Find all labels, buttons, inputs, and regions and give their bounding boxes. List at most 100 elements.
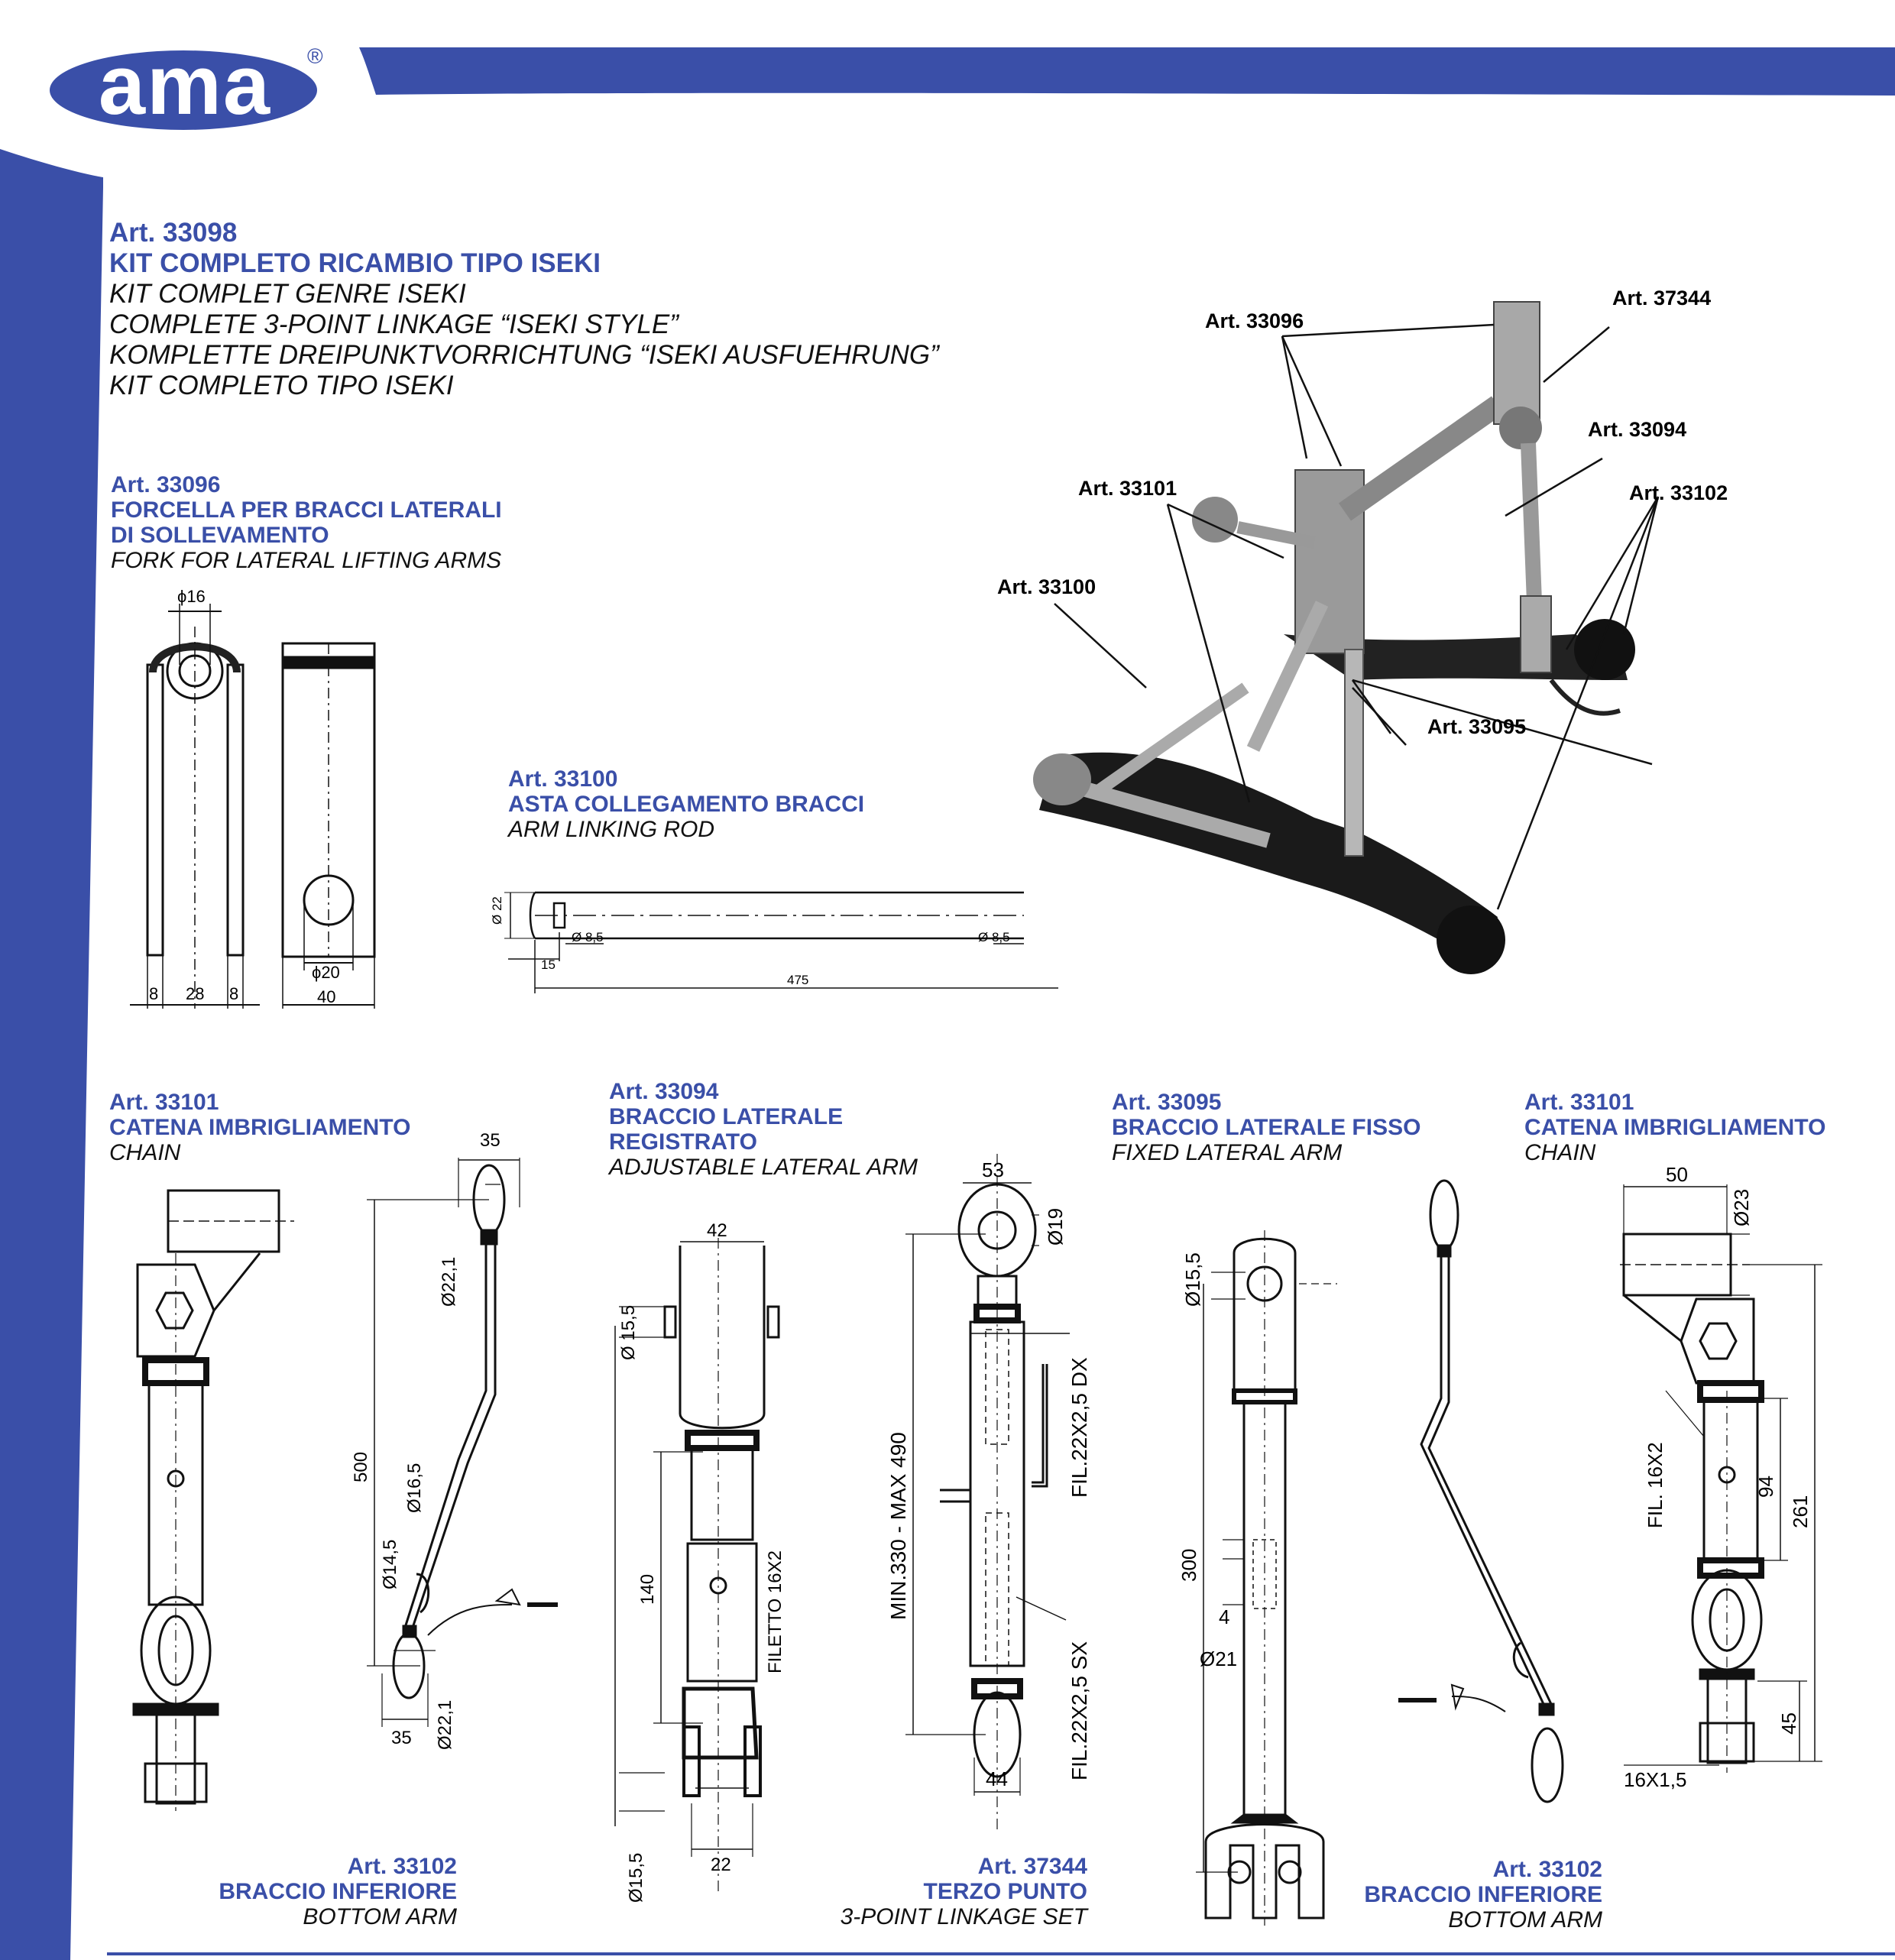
tp-dim-fsx: FIL.22X2,5 SX [1067, 1641, 1091, 1780]
bottom-arm-right-en: BOTTOM ARM [1448, 1907, 1602, 1932]
chain-left-en: CHAIN [109, 1140, 181, 1165]
logo-text: ama [98, 38, 272, 132]
fork-dim-d16: ϕ16 [177, 587, 206, 606]
fork-title1: FORCELLA PER BRACCI LATERALI [111, 497, 502, 523]
rod-dim-15: 15 [541, 957, 556, 972]
bal-dim-35-bottom: 35 [391, 1728, 412, 1748]
chain-left-title: CATENA IMBRIGLIAMENTO [109, 1115, 411, 1140]
cr-dim-thread: 16X1,5 [1624, 1768, 1686, 1791]
adj-arm-header: Art. 33094 BRACCIO LATERALE REGISTRATO A… [609, 1079, 1067, 1180]
cr-dim-261: 261 [1789, 1495, 1812, 1528]
adj-arm-title1: BRACCIO LATERALE [609, 1104, 844, 1129]
bal-dim-35-top: 35 [480, 1130, 500, 1151]
tp-dim-fdx: FIL.22X2,5 DX [1067, 1357, 1091, 1498]
registered-mark: ® [307, 44, 323, 68]
cr-dim-45: 45 [1777, 1712, 1800, 1735]
kit-es: KIT COMPLETO TIPO ISEKI [109, 371, 454, 400]
brand-logo: ama ® [47, 43, 323, 133]
callout-33095: Art. 33095 [1427, 715, 1526, 738]
fork-drawing: ϕ16 8 28 8 ϕ20 40 [130, 587, 376, 1009]
chain-right-art: Art. 33101 [1524, 1090, 1634, 1115]
fork-dim-40: 40 [317, 987, 335, 1006]
chain-left-drawing [132, 1189, 294, 1811]
rod-header: Art. 33100 ASTA COLLEGAMENTO BRACCI ARM … [508, 766, 1043, 842]
adj-dim-42: 42 [707, 1223, 727, 1241]
adj-dim-140: 140 [637, 1574, 658, 1605]
adj-arm-drawing: 42 Ø 15,5 265 140 FILETTO 16X2 Ø15,5 22 [614, 1223, 786, 1903]
fa-dim-4: 4 [1219, 1605, 1229, 1628]
kit-fr: KIT COMPLET GENRE ISEKI [109, 279, 466, 309]
callout-33100: Art. 33100 [997, 575, 1096, 598]
fork-title2: DI SOLLEVAMENTO [111, 523, 329, 548]
photo-linkage [1033, 301, 1635, 974]
chain-right-drawing: 50 Ø23 FIL. 16X2 94 261 45 16X1,5 [1620, 1163, 1822, 1791]
product-photo: Art. 33096 Art. 37344 Art. 33094 Art. 33… [997, 287, 1728, 974]
fork-dim-8b: 8 [229, 984, 238, 1003]
adj-arm-title2: REGISTRATO [609, 1129, 757, 1155]
rod-en: ARM LINKING ROD [508, 817, 715, 842]
callout-33094: Art. 33094 [1588, 418, 1686, 441]
chain-right-title: CATENA IMBRIGLIAMENTO [1524, 1115, 1826, 1140]
fixed-arm-art: Art. 33095 [1112, 1090, 1222, 1115]
bal-dim-d221-top: Ø22,1 [439, 1257, 459, 1307]
fork-art: Art. 33096 [111, 472, 221, 497]
logo-ellipse [50, 50, 317, 130]
bottom-arm-left-title: BRACCIO INFERIORE [219, 1879, 457, 1904]
bal-dim-d165: Ø16,5 [404, 1463, 425, 1513]
callout-33102: Art. 33102 [1629, 481, 1728, 504]
bottom-arm-right-footer: Art. 33102 BRACCIO INFERIORE BOTTOM ARM [1299, 1857, 1602, 1932]
fa-dim-d21: Ø21 [1200, 1647, 1237, 1670]
bal-dim-d145: Ø14,5 [380, 1540, 400, 1589]
bottom-arm-left-art: Art. 33102 [347, 1854, 457, 1879]
kit-art: Art. 33098 [109, 218, 238, 248]
callout-37344: Art. 37344 [1612, 287, 1711, 309]
chain-left-art: Art. 33101 [109, 1090, 219, 1115]
fa-dim-300: 300 [1177, 1549, 1200, 1582]
third-point-drawing: 53 Ø19 MIN.330 - MAX 490 FIL.22X2,5 DX F… [886, 1154, 1091, 1834]
adj-dim-d155-top: Ø 15,5 [618, 1305, 639, 1360]
adj-dim-thread: FILETTO 16X2 [765, 1550, 786, 1673]
chain-left-header: Art. 33101 CATENA IMBRIGLIAMENTO CHAIN [109, 1090, 568, 1165]
fork-dim-d20: ϕ20 [312, 963, 340, 982]
callout-33096: Art. 33096 [1205, 309, 1304, 332]
kit-de: KOMPLETTE DREIPUNKTVORRICHTUNG “ISEKI AU… [109, 340, 939, 370]
adj-arm-en: ADJUSTABLE LATERAL ARM [609, 1155, 918, 1180]
chain-right-en: CHAIN [1524, 1140, 1596, 1165]
fork-en: FORK FOR LATERAL LIFTING ARMS [111, 548, 502, 573]
rod-dim-475: 475 [787, 973, 808, 987]
tp-dim-d19: Ø19 [1044, 1208, 1067, 1246]
tp-dim-range: MIN.330 - MAX 490 [886, 1432, 910, 1620]
bal-dim-500: 500 [351, 1452, 371, 1482]
chain-right-header: Art. 33101 CATENA IMBRIGLIAMENTO CHAIN [1524, 1090, 1884, 1165]
bal-dim-d221-bottom: Ø22,1 [435, 1700, 455, 1750]
fixed-arm-header: Art. 33095 BRACCIO LATERALE FISSO FIXED … [1112, 1090, 1570, 1165]
bottom-arm-right-drawing [1398, 1179, 1564, 1803]
rod-art: Art. 33100 [508, 766, 618, 792]
bottom-arm-right-art: Art. 33102 [1492, 1857, 1602, 1882]
adj-dim-22: 22 [711, 1855, 731, 1875]
rod-dim-d85a: Ø 8,5 [572, 930, 604, 944]
third-point-footer: Art. 37344 TERZO PUNTO 3-POINT LINKAGE S… [688, 1854, 1087, 1929]
rod-dim-d85b: Ø 8,5 [978, 930, 1010, 944]
third-point-art: Art. 37344 [977, 1854, 1087, 1879]
bottom-arm-left-en: BOTTOM ARM [303, 1904, 457, 1929]
cr-dim-fil: FIL. 16X2 [1644, 1442, 1667, 1528]
fixed-arm-title: BRACCIO LATERALE FISSO [1112, 1115, 1421, 1140]
rod-drawing: Ø 22 Ø 8,5 Ø 8,5 15 475 [490, 891, 1058, 993]
fork-header: Art. 33096 FORCELLA PER BRACCI LATERALI … [111, 472, 646, 573]
tp-dim-53: 53 [982, 1158, 1004, 1181]
adj-arm-art: Art. 33094 [609, 1079, 719, 1104]
cr-dim-94: 94 [1754, 1476, 1777, 1498]
kit-title: KIT COMPLETO RICAMBIO TIPO ISEKI [109, 248, 601, 278]
tp-dim-44: 44 [986, 1767, 1008, 1790]
fixed-arm-en: FIXED LATERAL ARM [1112, 1140, 1343, 1165]
fixed-arm-drawing: Ø15,5 300 4 Ø21 [1177, 1230, 1337, 1926]
third-point-en: 3-POINT LINKAGE SET [840, 1904, 1087, 1929]
third-point-title: TERZO PUNTO [923, 1879, 1087, 1904]
rod-title: ASTA COLLEGAMENTO BRACCI [508, 792, 865, 817]
kit-en: COMPLETE 3-POINT LINKAGE “ISEKI STYLE” [109, 309, 679, 339]
rod-dim-d22: Ø 22 [490, 896, 504, 925]
bottom-arm-left-drawing: 35 Ø22,1 500 Ø16,5 Ø14,5 35 Ø22,1 [351, 1130, 558, 1750]
bottom-arm-left-footer: Art. 33102 BRACCIO INFERIORE BOTTOM ARM [153, 1854, 457, 1929]
